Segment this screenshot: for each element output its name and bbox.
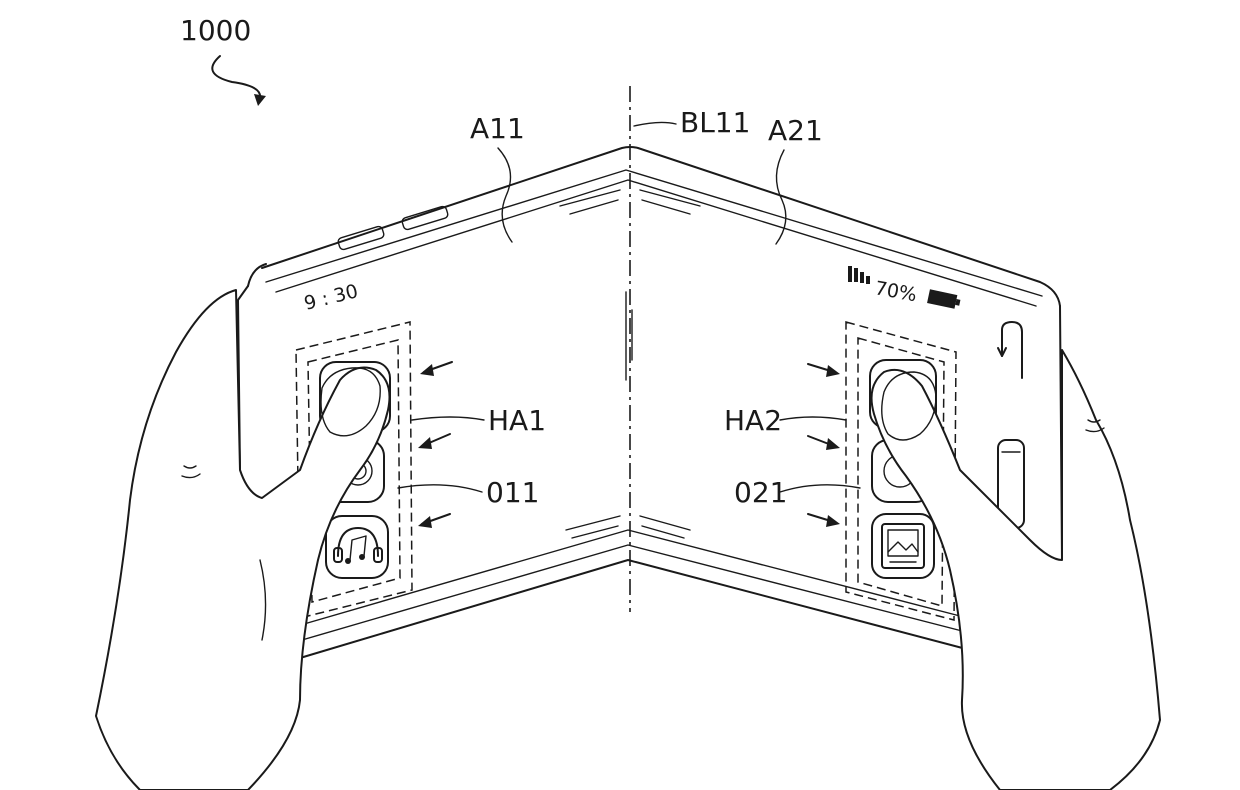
label-ha2: HA2 (724, 404, 782, 437)
status-time: 9 : 30 (302, 280, 360, 315)
label-021: 021 (734, 476, 787, 509)
status-battery: 70% (873, 277, 918, 306)
signal-icon (848, 266, 870, 284)
leader-a21 (775, 149, 787, 245)
device-body (237, 146, 1063, 659)
pressure-arrows-right (807, 363, 840, 527)
leader-a11 (497, 147, 513, 243)
label-ha1: HA1 (488, 404, 546, 437)
leader-1000 (211, 55, 262, 99)
leader-ha1 (411, 416, 485, 421)
label-011: 011 (486, 476, 539, 509)
label-a11: A11 (470, 112, 525, 145)
label-bl11: BL11 (680, 106, 750, 139)
power-button (401, 205, 449, 231)
rear-latch-icon (1001, 321, 1023, 379)
pressure-arrows-left (418, 361, 453, 528)
volume-button (337, 225, 385, 251)
right-gallery-icon[interactable] (871, 513, 935, 579)
battery-icon (927, 289, 961, 309)
leader-bl11 (633, 121, 677, 127)
hold-area-right (845, 321, 957, 621)
leader-011 (397, 484, 483, 493)
left-music-headphones-icon[interactable] (325, 515, 389, 579)
right-hand (870, 349, 1161, 790)
left-hand (95, 289, 391, 790)
label-a21: A21 (768, 114, 823, 147)
label-1000: 1000 (180, 14, 251, 47)
leader-021 (779, 484, 861, 493)
leader-ha2 (779, 416, 847, 421)
